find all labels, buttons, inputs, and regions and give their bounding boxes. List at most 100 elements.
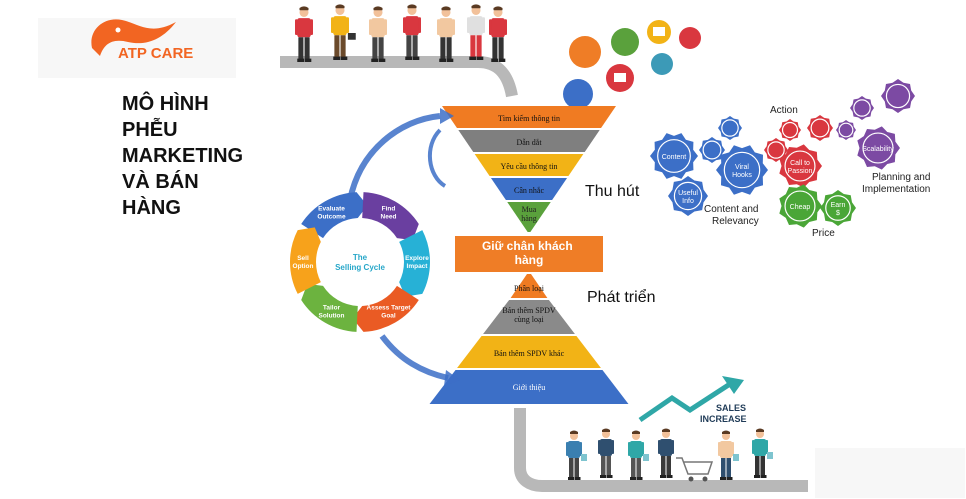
funnel-top-label: Cân nhắc (514, 186, 544, 195)
sales-arrow-icon (722, 376, 744, 394)
funnel-bottom-layer (429, 370, 629, 404)
title-block: MÔ HÌNH PHỄU MARKETING VÀ BÁN HÀNG (122, 91, 243, 219)
gear-hub (825, 195, 851, 221)
retention-label: Giữ chân khách hàng (482, 239, 576, 267)
gear-hub (853, 99, 871, 117)
share-icon (569, 36, 601, 68)
funnel-bottom-side-label: Phát triển (587, 288, 655, 306)
person-icon (718, 430, 739, 480)
funnel-top-layer (474, 154, 584, 176)
sales-label: SALES (716, 403, 746, 413)
like-icon (563, 79, 593, 109)
cycle-center (320, 222, 400, 302)
title-line: PHỄU (122, 118, 178, 141)
gear-caption: Price (812, 228, 835, 239)
arrow-head-icon (440, 108, 454, 124)
people-top (295, 4, 507, 62)
gear-hub (810, 118, 830, 138)
gear-hub (838, 122, 854, 138)
person-icon (403, 4, 421, 60)
gear-hub (784, 190, 816, 222)
title-line: MARKETING (122, 145, 243, 167)
cycle-arrows (347, 108, 460, 386)
person-icon (489, 6, 507, 62)
person-icon (295, 6, 313, 62)
retention-box (455, 236, 603, 272)
funnel-bottom-layer (483, 300, 575, 334)
gear-label: Scalability (862, 146, 894, 153)
gear-hub (781, 121, 799, 139)
brand-logo: ATP CARE (38, 18, 236, 78)
person-icon (598, 428, 614, 478)
twitter-icon (611, 28, 639, 56)
people-bottom (566, 428, 773, 482)
shopping-cart-icon (676, 457, 714, 482)
person-icon (467, 4, 485, 60)
person-icon (628, 430, 649, 480)
title-line: HÀNG (122, 196, 181, 219)
title-line: MÔ HÌNH (122, 91, 209, 115)
gear-hub (723, 151, 761, 189)
gear-hub (657, 139, 691, 173)
person-icon (566, 430, 587, 480)
funnel-top-layer (458, 130, 600, 152)
person-icon (331, 4, 356, 60)
person-icon (658, 428, 674, 478)
retention-bar: Giữ chân khách hàng (455, 236, 603, 272)
funnel-top-layer (507, 202, 551, 232)
gear-label: Content (662, 154, 687, 161)
funnel-top-label: Yêu cầu thông tin (500, 162, 557, 171)
shopping-bag-icon (767, 452, 773, 459)
funnel-bottom-layer (510, 274, 548, 298)
cycle-segment (352, 285, 419, 332)
title-line: VÀ BÁN (122, 170, 199, 193)
sales-increase: SALES INCREASE (638, 376, 747, 424)
gear-hub (767, 141, 785, 159)
gear-label: Cheap (790, 204, 811, 211)
funnel-bottom-label: Bán thêm SPDV khác (494, 349, 565, 358)
person-icon (437, 6, 455, 62)
grey-track (280, 56, 808, 492)
funnel-bottom-layer (457, 336, 601, 368)
funnel-top-label: Dẫn dắt (516, 138, 542, 147)
shopping-bag-icon (581, 454, 587, 461)
sales-label: INCREASE (700, 414, 747, 424)
cycle-segment (399, 230, 430, 297)
fish-icon (91, 19, 176, 56)
social-icons (563, 20, 701, 109)
funnel-top-side-label: Thu hút (585, 183, 640, 200)
gear-caption: Action (770, 105, 798, 116)
person-icon (369, 6, 387, 62)
cycle-segment (362, 192, 419, 241)
gear-hub (784, 150, 816, 182)
funnel-top-label: Tìm kiếm thông tin (498, 114, 560, 123)
chat-icon (651, 53, 673, 75)
person-icon (752, 428, 773, 478)
cycle-segment (301, 192, 368, 239)
briefcase-icon (347, 33, 356, 40)
funnel-bottom-label: Phân loại (514, 284, 545, 293)
gear-hub (862, 132, 894, 164)
gear-hub (721, 119, 739, 137)
